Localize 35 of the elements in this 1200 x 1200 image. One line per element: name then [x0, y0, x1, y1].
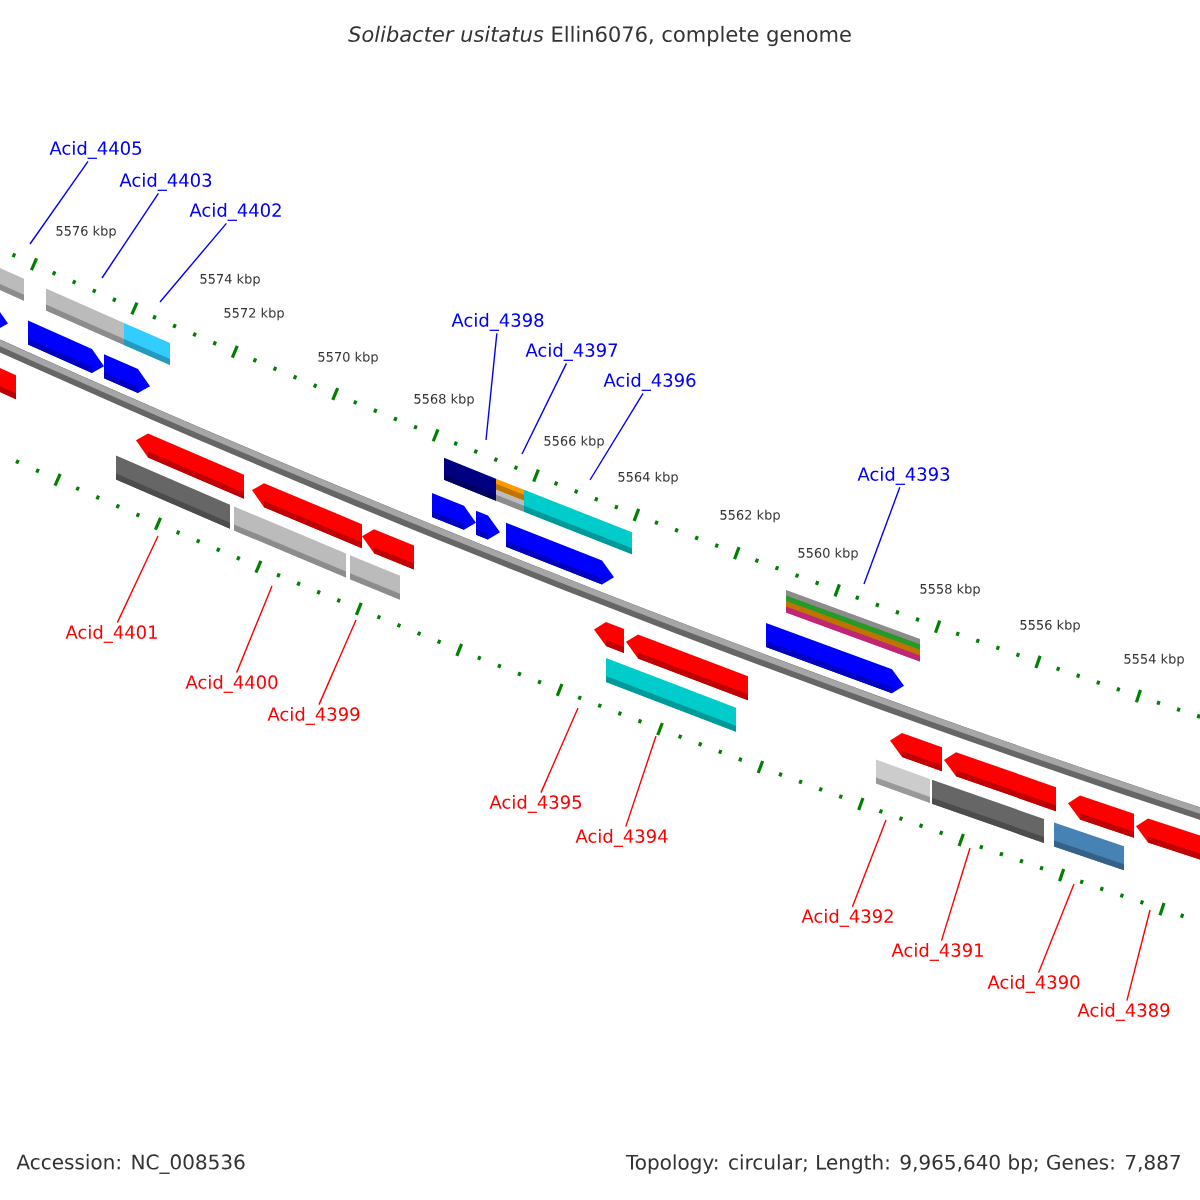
gene-label: Acid_4398 [451, 313, 544, 331]
gene-label: Acid_4392 [801, 909, 893, 927]
leader-line [318, 619, 357, 706]
leader-line [29, 160, 89, 245]
gene-label: Acid_4391 [891, 943, 983, 961]
leader-line [116, 535, 159, 624]
leader-line [159, 222, 228, 303]
gene-label: Acid_4397 [525, 343, 618, 361]
gene-label: Acid_4405 [49, 141, 141, 159]
title: Solibacter usitatus Ellin6076, complete genome [348, 25, 851, 47]
leader-line [625, 735, 657, 828]
leader-line [235, 585, 273, 674]
gene-label: Acid_4393 [857, 467, 950, 485]
leader-line [589, 392, 644, 481]
gene-label: Acid_4403 [119, 173, 212, 191]
leader-line [940, 847, 971, 942]
gene-label: Acid_4399 [267, 707, 360, 725]
gene-label: Acid_4402 [189, 203, 281, 221]
leader-line [1126, 909, 1151, 1002]
gene-label: Acid_4389 [1077, 1003, 1170, 1021]
leader-line [485, 332, 498, 441]
leader-line [521, 362, 568, 455]
gene-label: Acid_4390 [987, 975, 1080, 993]
footer-text: Topology: circular; Length: 9,965,640 bp; Genes: 7,887 [625, 1154, 1180, 1174]
leader-line [101, 192, 160, 279]
gene-label: Acid_4401 [65, 625, 157, 643]
gene-label: Acid_4394 [575, 829, 668, 847]
leader-line [540, 707, 579, 794]
gene-label: Acid_4395 [489, 795, 581, 813]
leader-line [863, 486, 901, 585]
leader-line [1037, 883, 1075, 974]
gene-label: Acid_4396 [603, 373, 696, 391]
footer-text: Accession: NC_008536 [16, 1154, 245, 1174]
gene-label: Acid_4400 [185, 675, 278, 693]
leader-line [851, 819, 887, 908]
